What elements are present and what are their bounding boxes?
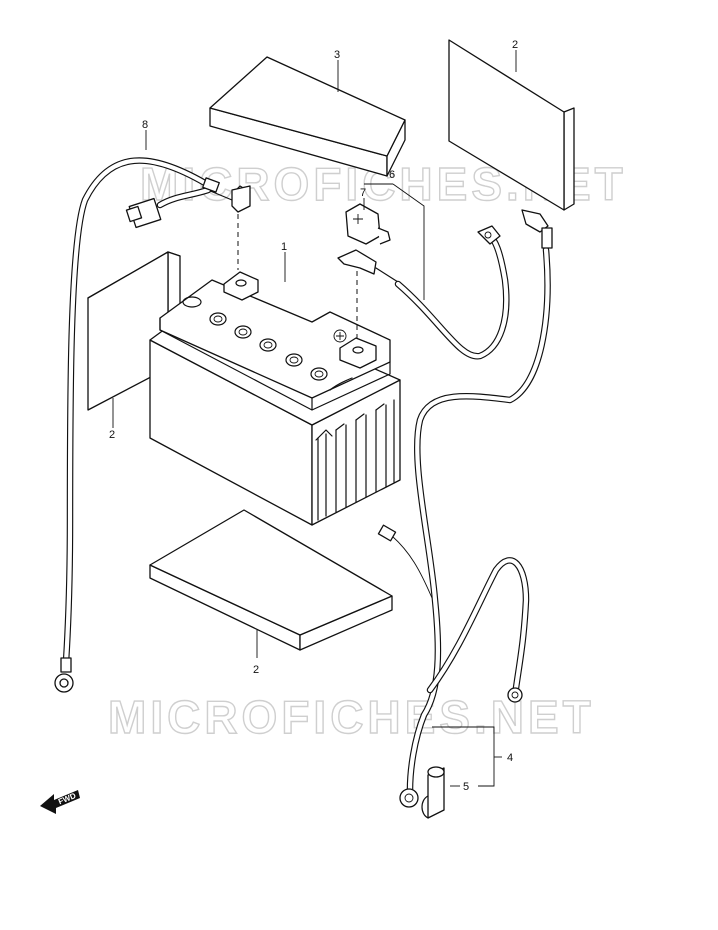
callout-2-bottom-pad: 2 [253, 664, 259, 676]
callout-8: 8 [142, 119, 148, 131]
part-6-starter-cable [337, 225, 510, 360]
part-2-right-pad [448, 39, 575, 211]
part-7-terminal-cover [345, 203, 391, 245]
fwd-arrow-icon: FWD [40, 790, 80, 814]
svg-text:FWD: FWD [57, 791, 77, 806]
callout-3: 3 [334, 49, 340, 61]
part-2-bottom-pad [149, 509, 393, 651]
battery-cell-caps [182, 296, 328, 381]
battery-positive-terminal [333, 329, 377, 369]
callout-7: 7 [360, 187, 366, 199]
watermark-bottom: MICROFICHES.NET [108, 691, 595, 743]
callout-4: 4 [507, 752, 513, 764]
callout-6: 6 [389, 169, 395, 181]
callout-5: 5 [463, 781, 469, 793]
callout-1: 1 [281, 241, 287, 253]
part-3-top-pad [209, 56, 406, 177]
callouts: 3 2 8 6 7 1 2 2 4 5 [109, 39, 518, 793]
part-1-battery [149, 271, 401, 526]
callout-2-left-pad: 2 [109, 429, 115, 441]
part-2-left-pad [87, 251, 181, 411]
part-5-boot [421, 766, 445, 819]
battery-negative-terminal [223, 271, 259, 301]
leader-lines [112, 50, 517, 787]
callout-2-right-pad: 2 [512, 39, 518, 51]
part-8-negative-cable [54, 157, 251, 693]
part-4-harness [377, 209, 553, 808]
